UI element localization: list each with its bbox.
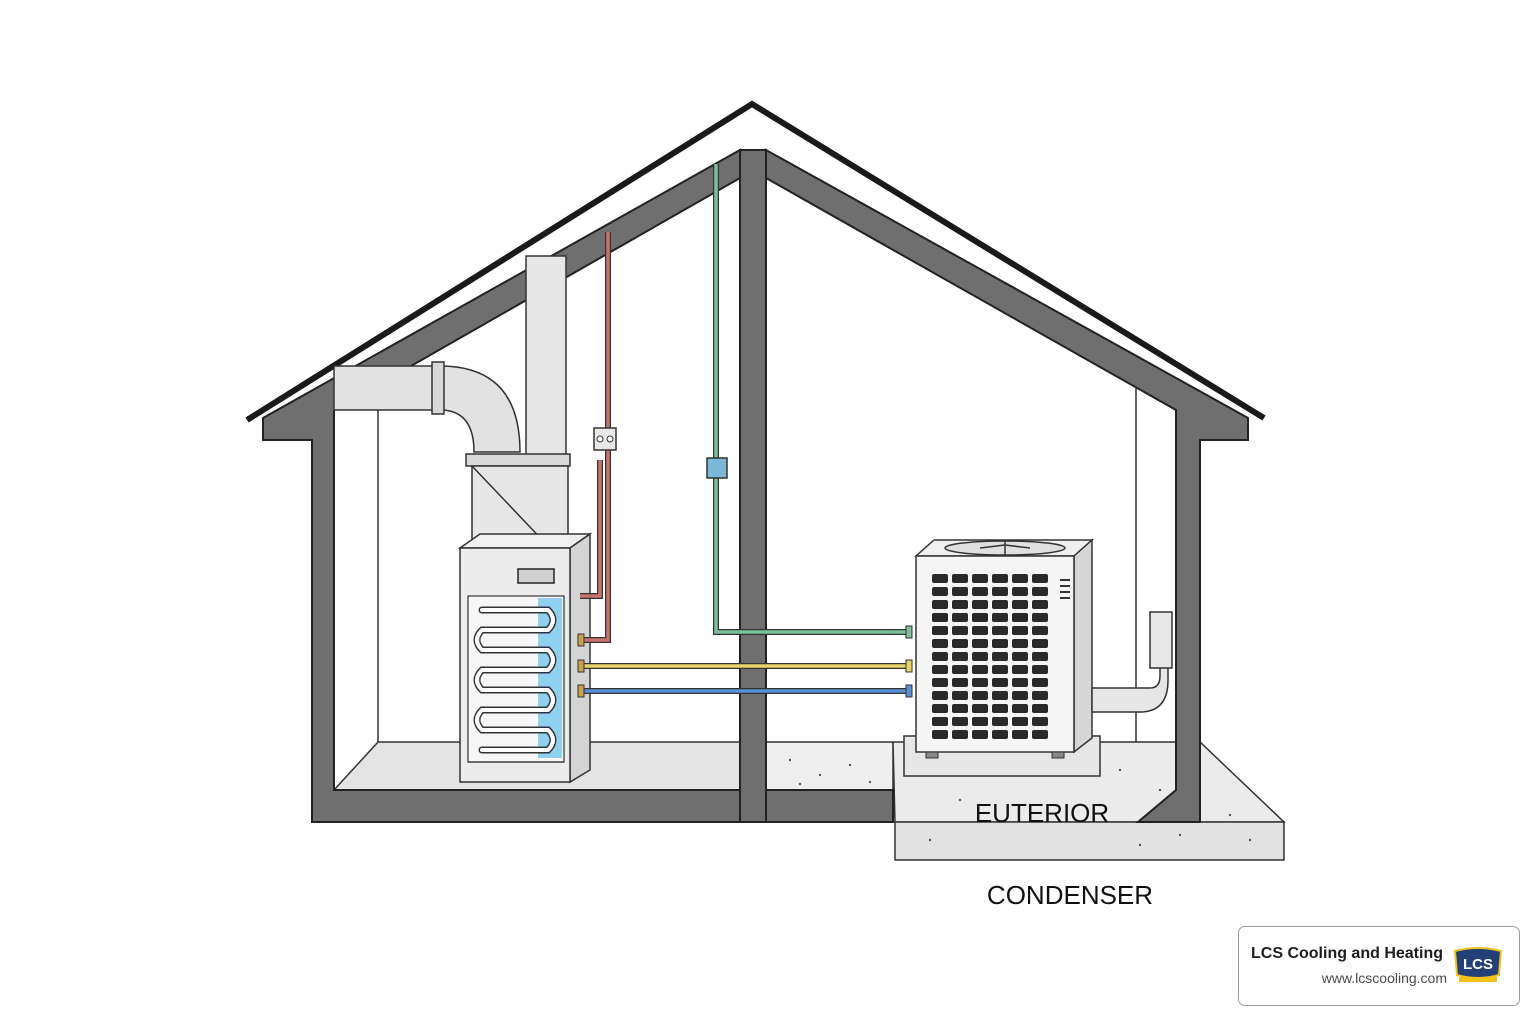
svg-text:LCS: LCS bbox=[1463, 956, 1493, 973]
exterior-label: EUTERIOR bbox=[975, 798, 1109, 828]
condenser-fan-icon bbox=[944, 540, 1066, 556]
pipe-fittings bbox=[577, 625, 913, 698]
lcs-logo-icon: LCS bbox=[1453, 947, 1503, 982]
brand-card: LCS Cooling and Heating www.lcscooling.c… bbox=[1238, 926, 1520, 1006]
disconnect-box bbox=[1149, 611, 1173, 669]
condenser-vent bbox=[1060, 579, 1070, 599]
condenser-label: CONDENSER bbox=[987, 880, 1153, 910]
furnace-control-panel bbox=[517, 568, 555, 584]
furnace-unit bbox=[457, 532, 593, 784]
exterior-slab-front bbox=[894, 821, 1285, 861]
brand-url: www.lcscooling.com bbox=[1321, 970, 1447, 986]
condenser-unit bbox=[903, 538, 1101, 777]
elbow-duct-collar bbox=[431, 361, 445, 415]
roof-edge bbox=[245, 100, 1266, 423]
right-wall-structure bbox=[765, 148, 1249, 823]
blue-junction-box bbox=[706, 457, 728, 479]
right-room-floor bbox=[765, 741, 894, 791]
elbow-duct bbox=[333, 365, 521, 453]
brand-name: LCS Cooling and Heating bbox=[1251, 945, 1443, 962]
center-post bbox=[739, 149, 767, 823]
plenum-collar bbox=[465, 453, 571, 467]
vertical-duct bbox=[525, 255, 567, 463]
red-junction-box bbox=[593, 427, 617, 451]
condenser-feet bbox=[925, 751, 1065, 759]
